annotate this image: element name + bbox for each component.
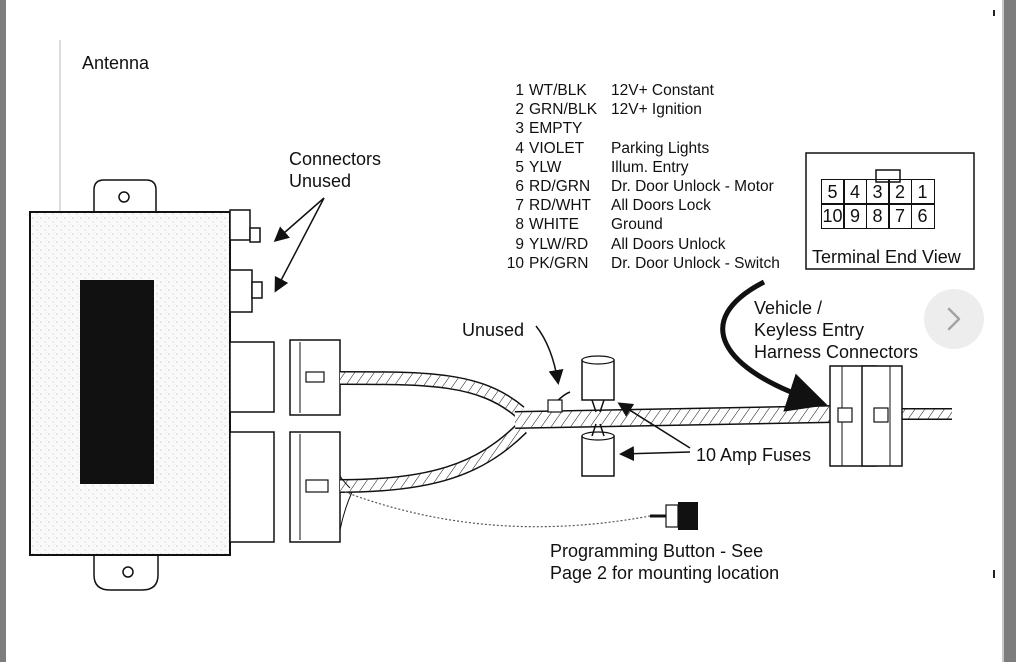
antenna-label: Antenna <box>82 53 150 73</box>
terminal-row-top: 5 4 3 2 1 <box>820 178 935 205</box>
programming-button-lead <box>344 491 698 530</box>
terminal-pin: 5 <box>820 178 845 205</box>
terminal-row-bottom: 10 9 8 7 6 <box>820 203 935 229</box>
terminal-pin-grid: 5 4 3 2 1 10 9 8 7 6 <box>820 178 935 229</box>
next-page-button[interactable] <box>924 289 984 349</box>
terminal-pin: 10 <box>820 203 845 229</box>
programming-button-label: Programming Button - See Page 2 for moun… <box>550 541 780 583</box>
chevron-right-icon <box>947 307 961 331</box>
vehicle-harness-label: Vehicle / Keyless Entry Harness Connecto… <box>754 298 919 362</box>
vehicle-harness-connector <box>829 365 903 467</box>
terminal-pin: 4 <box>843 178 867 205</box>
connector-upper <box>289 339 341 416</box>
terminal-pin: 8 <box>865 203 890 229</box>
connector-lower <box>289 431 341 543</box>
terminal-pin: 1 <box>910 178 935 205</box>
viewer-frame-right <box>1002 0 1016 662</box>
terminal-pin: 2 <box>888 178 912 205</box>
terminal-pin: 7 <box>888 203 912 229</box>
wire-harness <box>339 371 952 531</box>
terminal-caption: Terminal End View <box>812 247 961 267</box>
fuses-label: 10 Amp Fuses <box>696 445 812 465</box>
module-label-block <box>80 280 154 484</box>
terminal-pin: 9 <box>843 203 867 229</box>
control-module <box>29 179 275 591</box>
terminal-box <box>805 152 975 270</box>
viewer-frame-edge <box>1002 0 1004 662</box>
terminal-pin: 6 <box>910 203 935 229</box>
unused-label: Unused <box>462 320 525 340</box>
inline-fuses <box>581 355 615 477</box>
terminal-pin: 3 <box>865 178 890 205</box>
connectors-unused-label: Connectors Unused <box>289 149 382 191</box>
scroll-indicator-top <box>993 10 995 16</box>
viewer-frame-left <box>0 0 6 662</box>
callout-arrows <box>273 197 828 462</box>
scroll-indicator-bottom <box>993 570 995 578</box>
